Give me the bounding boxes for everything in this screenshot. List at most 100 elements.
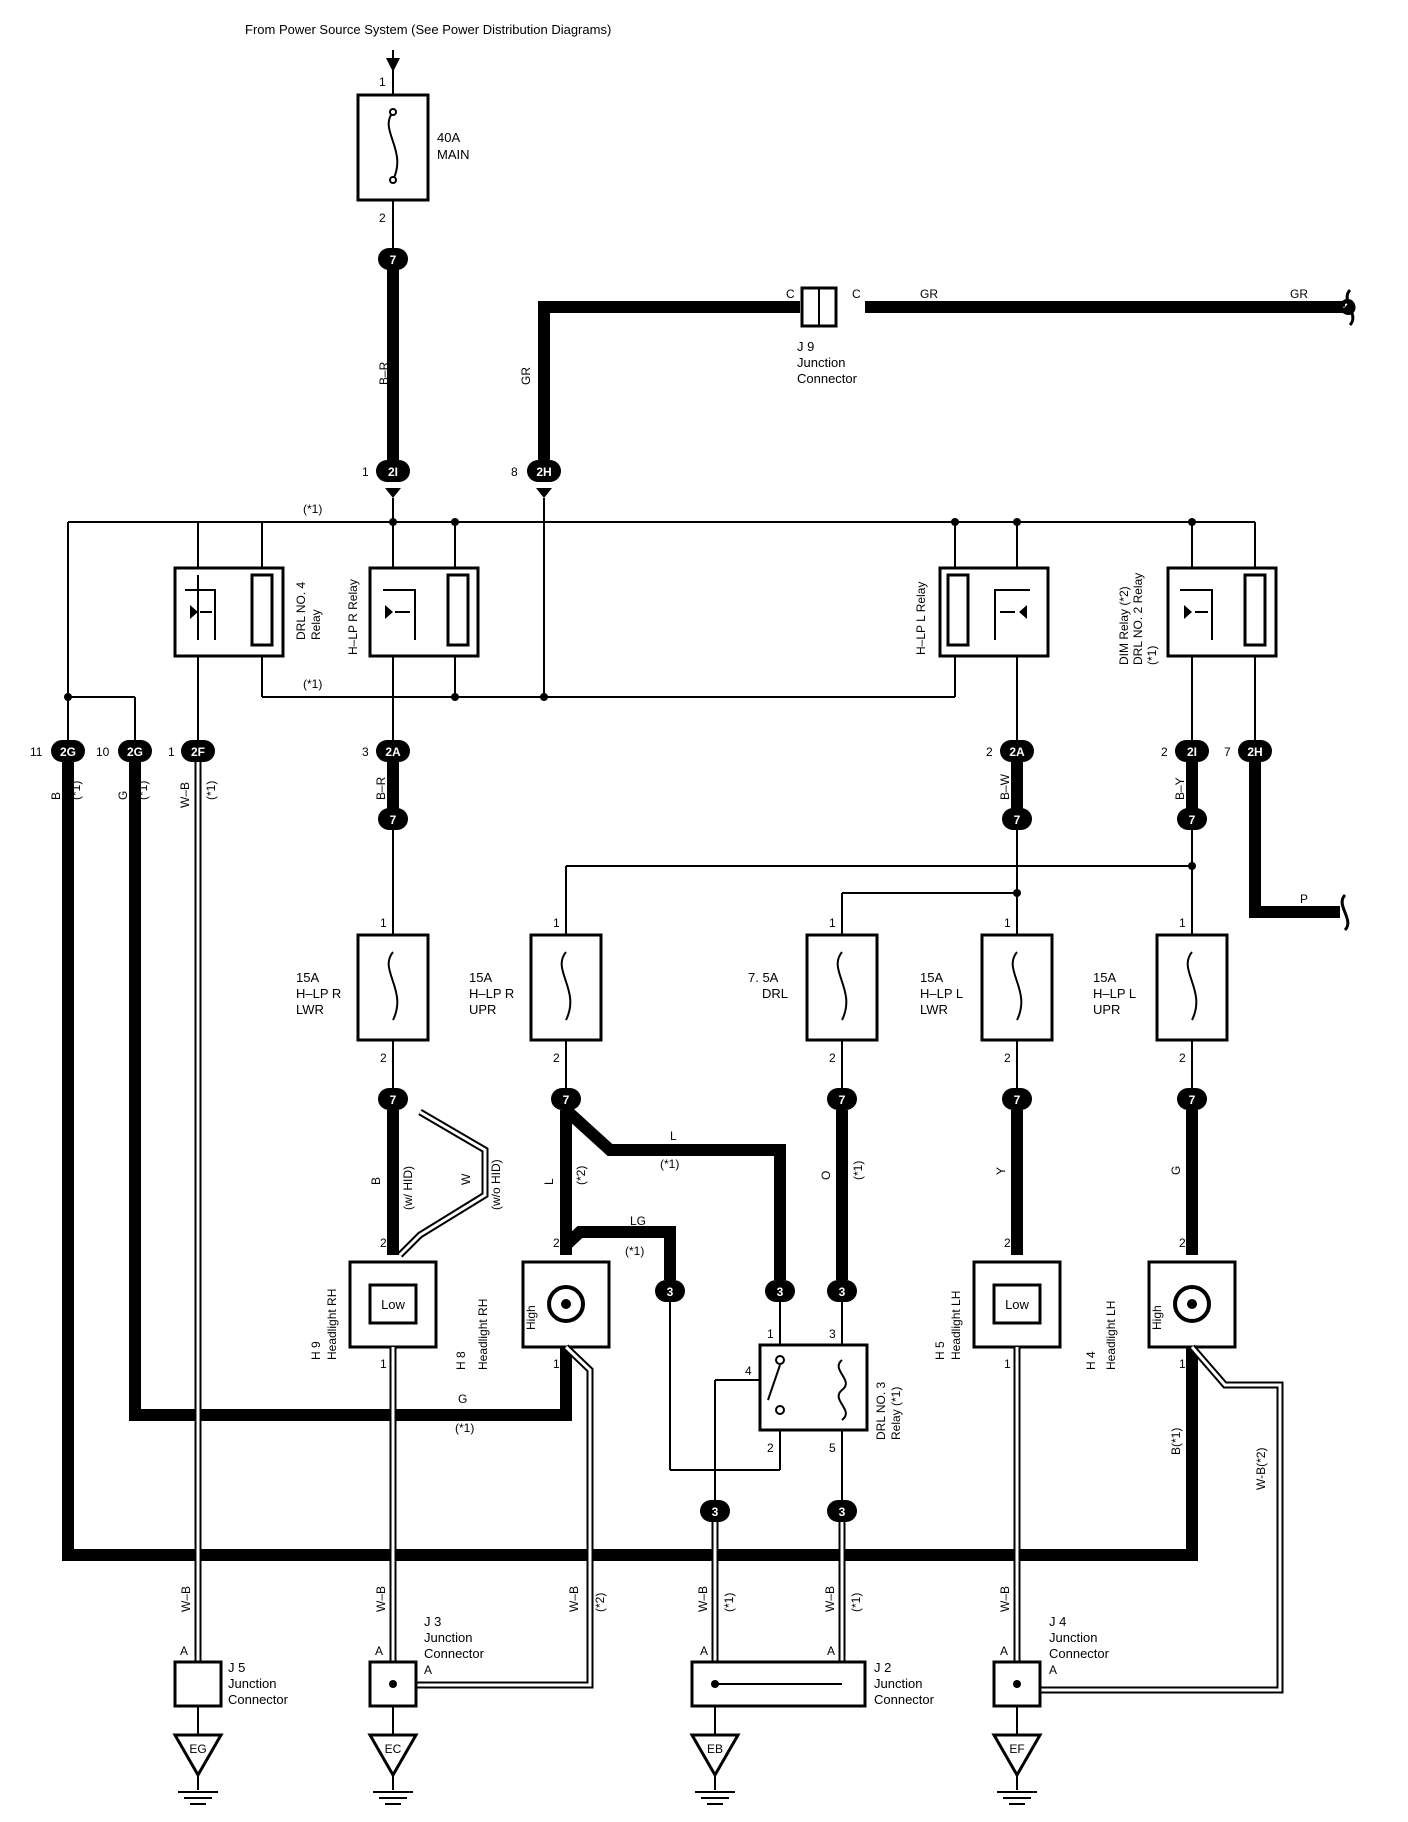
svg-text:15A: 15A [920,970,943,985]
ground-ec: EC [367,1706,419,1805]
svg-text:2I: 2I [388,465,398,479]
svg-text:O: O [819,1171,833,1180]
svg-text:G: G [458,1392,467,1406]
svg-text:Headlight LH: Headlight LH [949,1291,963,1360]
connector-row-7b: 7 7 7 7 7 [378,1088,1207,1110]
relay-drl-no4: DRL NO. 4 Relay [173,522,323,740]
connector-7-top: 7 [378,248,408,270]
svg-text:H–LP L: H–LP L [920,986,963,1001]
svg-text:7: 7 [1014,813,1021,827]
svg-text:2I: 2I [1187,745,1197,759]
headlight-h8-high: 2 High H 8 Headlight RH 1 [454,1236,611,1371]
svg-text:7: 7 [563,1093,570,1107]
svg-text:Low: Low [1005,1297,1029,1312]
pin-label: 1 [379,75,386,89]
svg-text:Headlight RH: Headlight RH [325,1289,339,1360]
svg-text:H–LP R: H–LP R [469,986,514,1001]
ground-eb: EB [689,1706,741,1805]
svg-text:7: 7 [390,1093,397,1107]
svg-text:G: G [116,791,130,800]
svg-text:B: B [49,792,63,800]
connector-2I-top: 2I 1 [362,460,410,498]
svg-text:High: High [524,1305,538,1330]
svg-text:W–B: W–B [567,1586,581,1612]
svg-text:7: 7 [839,1093,846,1107]
svg-text:3: 3 [362,745,369,759]
svg-text:2H: 2H [536,465,551,479]
svg-text:H–LP R Relay: H–LP R Relay [346,579,360,655]
svg-text:Junction: Junction [1049,1630,1097,1645]
svg-text:2A: 2A [1009,745,1025,759]
svg-text:2: 2 [829,1051,836,1065]
svg-text:(*1): (*1) [660,1157,679,1171]
svg-text:DRL: DRL [762,986,788,1001]
svg-text:15A: 15A [469,970,492,985]
svg-text:15A: 15A [296,970,319,985]
svg-text:7. 5A: 7. 5A [748,970,779,985]
svg-text:B(*1): B(*1) [1169,1428,1183,1455]
svg-text:Connector: Connector [1049,1646,1110,1661]
svg-text:EB: EB [707,1742,723,1756]
svg-text:(*1): (*1) [625,1244,644,1258]
connector-row-7a: 7 7 7 [378,762,1207,830]
junction-j3: A J 3 Junction Connector A [368,1614,485,1708]
svg-text:Connector: Connector [424,1646,485,1661]
svg-text:1: 1 [380,1357,387,1371]
fuse-hlp-l-upr: 1 15A H–LP L UPR 2 [1093,916,1229,1090]
wire-label: B–R [377,361,391,385]
svg-text:(*2): (*2) [593,1593,607,1612]
svg-text:Headlight RH: Headlight RH [476,1299,490,1370]
fuse-drl: 1 7. 5A DRL 2 [748,916,879,1090]
svg-text:H 5: H 5 [933,1341,947,1360]
svg-text:H–LP R: H–LP R [296,986,341,1001]
svg-text:1: 1 [829,916,836,930]
relay-dim-drl-no2: DIM Relay (*2) DRL NO. 2 Relay (*1) [1117,518,1278,740]
relay-drl-no3: 1 3 4 2 5 DRL NO. 3 Relay (*1) [669,1302,903,1500]
svg-text:Junction: Junction [424,1630,472,1645]
svg-text:UPR: UPR [469,1002,496,1017]
svg-text:DRL NO. 3: DRL NO. 3 [874,1381,888,1440]
svg-text:3: 3 [829,1327,836,1341]
svg-text:H 9: H 9 [309,1341,323,1360]
svg-text:B–Y: B–Y [1173,777,1187,800]
svg-text:UPR: UPR [1093,1002,1120,1017]
svg-text:W–B: W–B [998,1586,1012,1612]
svg-text:(*2): (*2) [574,1166,588,1185]
pin-label: 2 [379,211,386,225]
svg-text:2: 2 [380,1236,387,1250]
fuse-hlp-l-lwr: 1 15A H–LP L LWR 2 [920,916,1054,1090]
svg-text:2G: 2G [127,745,143,759]
fuse-hlp-r-upr: 1 15A H–LP R UPR 2 [469,916,603,1090]
svg-text:2: 2 [986,745,993,759]
svg-text:2G: 2G [60,745,76,759]
svg-text:W–B: W–B [374,1586,388,1612]
junction-j4: A J 4 Junction Connector A [992,1614,1110,1708]
svg-text:1: 1 [380,916,387,930]
svg-text:W–B: W–B [178,782,192,808]
svg-text:(*1): (*1) [455,1421,474,1435]
svg-text:L: L [670,1129,677,1143]
svg-text:8: 8 [511,465,518,479]
svg-text:2: 2 [1004,1051,1011,1065]
svg-text:1: 1 [1179,1357,1186,1371]
svg-text:2F: 2F [191,745,205,759]
fuse-hlp-r-lwr: 1 15A H–LP R LWR 2 [296,916,430,1090]
svg-text:2A: 2A [385,745,401,759]
svg-text:Headlight LH: Headlight LH [1104,1301,1118,1370]
svg-text:10: 10 [96,745,110,759]
svg-text:2: 2 [553,1051,560,1065]
svg-text:L: L [542,1178,556,1185]
junction-name: Junction [797,355,845,370]
svg-text:W–B: W–B [696,1586,710,1612]
svg-text:Relay: Relay [309,609,323,640]
svg-text:15A: 15A [1093,970,1116,985]
connector-row-3b: 3 3 [700,1500,857,1522]
svg-text:5: 5 [829,1441,836,1455]
note-label: (*1) [303,677,322,691]
svg-text:J 2: J 2 [874,1660,891,1675]
svg-text:7: 7 [390,253,397,267]
svg-text:2: 2 [1179,1236,1186,1250]
junction-j9: C C J 9 Junction Connector [786,286,861,386]
svg-text:P: P [1300,892,1308,906]
connector-2H-top: 2H 8 [511,460,561,498]
